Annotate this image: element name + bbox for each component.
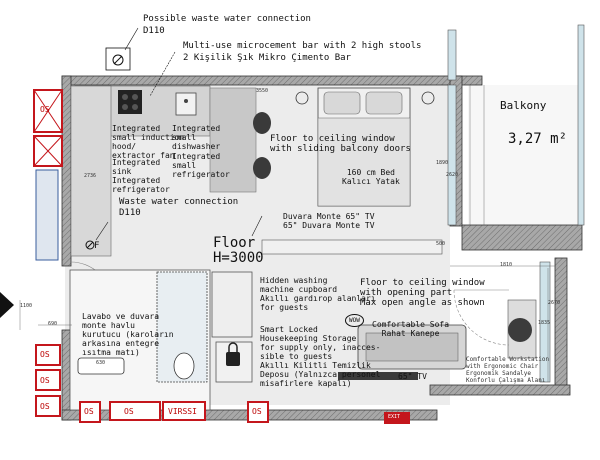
window-right-label: Floor to ceiling window with opening par… xyxy=(360,278,485,308)
os-label-5: OS xyxy=(84,407,94,416)
toilet-icon xyxy=(173,352,195,380)
tv-label: Duvara Monte 65" TV 65" Duvara Monte TV xyxy=(283,212,375,230)
dishwasher-label: Integrated small dishwasher xyxy=(172,124,221,151)
dim-630: 630 xyxy=(96,360,106,366)
fridge-label-2: Integrated small refrigerator xyxy=(172,152,230,179)
os-label-3: OS xyxy=(40,376,50,385)
lavabo-label: Lavabo ve duvara monte havlu kurutucu (k… xyxy=(82,312,174,357)
side-cabinet xyxy=(35,169,59,261)
balcony-glass-top xyxy=(447,29,457,81)
right-wall-lower xyxy=(554,257,568,389)
dim-1890: 1890 xyxy=(436,160,449,166)
tv-unit xyxy=(261,239,443,255)
dim-2620: 2620 xyxy=(446,172,459,178)
f-label: F xyxy=(94,241,100,251)
left-wall xyxy=(61,75,72,267)
os-label-1: OS xyxy=(40,105,50,114)
bar-stool-1 xyxy=(253,112,271,134)
os-label-2: OS xyxy=(40,350,50,359)
waste-connection-top-icon xyxy=(112,54,124,66)
entry-arrow-icon xyxy=(0,292,14,318)
os-label-7: OS xyxy=(252,407,262,416)
washing-label: Hidden washing machine cupboard Akıllı g… xyxy=(260,276,376,312)
washbasin-icon xyxy=(77,357,125,375)
os-label-6: OS xyxy=(124,407,134,416)
wardrobe xyxy=(211,271,253,338)
exit-sign: EXIT xyxy=(388,414,401,420)
kitchen-left-cabinet xyxy=(70,85,112,257)
dim-690: 690 xyxy=(48,321,58,327)
kitchen-sink-icon xyxy=(175,92,197,116)
waste-mid-label: Waste water connection xyxy=(119,197,239,207)
waste-connection-mid-icon xyxy=(85,240,95,250)
dim-1810: 1810 xyxy=(500,262,513,268)
os-label-4: OS xyxy=(40,402,50,411)
dim-1835: 1835 xyxy=(538,320,551,326)
fridge-label-1: Integrated refrigerator xyxy=(112,176,170,194)
hood-label: Integrated small induction hood/ extract… xyxy=(112,124,185,160)
dim-3550: 3550 xyxy=(256,88,269,94)
top-wall xyxy=(61,75,483,86)
dim-500: 500 xyxy=(436,241,446,247)
tv-bottom-label: 65" TV xyxy=(398,372,427,381)
window-right xyxy=(539,261,551,383)
waste-mid-size: D110 xyxy=(119,208,141,218)
tv-console xyxy=(338,372,418,380)
sofa-label: Comfortable Sofa Rahat Kanepe xyxy=(372,320,450,338)
bottom-right-wall xyxy=(429,384,571,396)
bar-label-en: Multi-use microcement bar with 2 high st… xyxy=(183,41,422,51)
virosi-label: VIRSSI xyxy=(168,407,197,416)
lock-icon xyxy=(226,352,240,366)
dim-1100: 1100 xyxy=(20,303,33,309)
dim-2736: 2736 xyxy=(84,173,97,179)
bedside-lamp-left-icon xyxy=(295,91,309,105)
dim-2670: 2670 xyxy=(548,300,561,306)
bar-stool-2 xyxy=(253,157,271,179)
window-top-label: Floor to ceiling window with sliding bal… xyxy=(270,134,411,154)
waste-top-label: Possible waste water connection xyxy=(143,14,311,24)
waste-top-size: D110 xyxy=(143,26,165,36)
window-top xyxy=(447,84,457,226)
balcony-floor xyxy=(468,85,583,225)
induction-hob-icon xyxy=(118,90,142,114)
wow-badge: WOW xyxy=(345,314,364,327)
storage-label: Smart Locked Housekeeping Storage for su… xyxy=(260,325,381,388)
floor-label: Floor H=3000 xyxy=(213,235,264,266)
balcony-parapet xyxy=(461,224,583,251)
sink-label: Integrated sink xyxy=(112,158,161,176)
ergonomic-chair-icon xyxy=(508,318,532,342)
balcony-label: Balkony xyxy=(500,99,547,112)
bar-label-tr: 2 Kişilik Şık Mikro Çimento Bar xyxy=(183,53,351,63)
balcony-glass-right xyxy=(577,24,585,226)
microcement-bar xyxy=(209,87,257,193)
door-swing-right xyxy=(453,289,510,346)
bed-label: 160 cm Bed Kalıcı Yatak xyxy=(342,168,400,186)
workstation-label: Comfortable Workstation with Ergonomic C… xyxy=(466,356,550,384)
balcony-area: 3,27 m² xyxy=(508,131,568,147)
bedside-lamp-right-icon xyxy=(421,91,435,105)
